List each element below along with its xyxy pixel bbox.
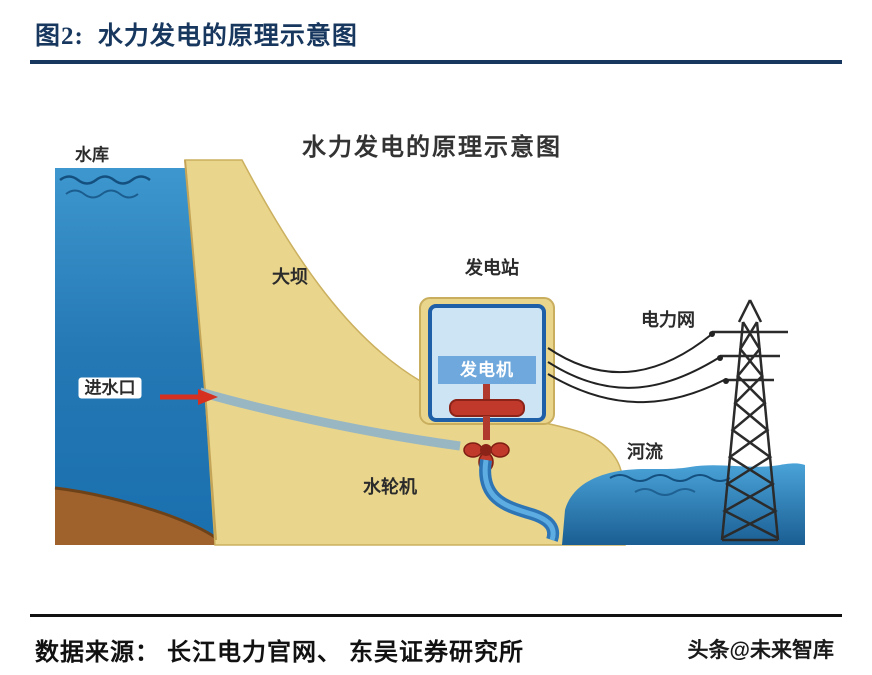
river-wave bbox=[609, 474, 731, 482]
sediment-edge bbox=[54, 486, 217, 540]
generator-block bbox=[438, 356, 536, 384]
turbine-shaft-lower bbox=[483, 416, 490, 440]
reservoir-water bbox=[55, 168, 216, 545]
footer-divider bbox=[30, 614, 842, 617]
figure-number: 图2: bbox=[35, 23, 84, 50]
turbine-hub bbox=[480, 444, 492, 456]
data-source: 数据来源： 长江电力官网、 东吴证券研究所 bbox=[35, 640, 524, 666]
figure-caption: 图2: 水力发电的原理示意图 bbox=[35, 16, 358, 52]
label-station: 发电站 bbox=[465, 258, 519, 278]
label-reservoir: 水库 bbox=[75, 145, 109, 165]
caption-divider bbox=[30, 60, 842, 64]
turbine-blade bbox=[463, 442, 483, 458]
figure-title: 水力发电的原理示意图 bbox=[97, 23, 358, 50]
label-turbine: 水轮机 bbox=[363, 477, 417, 497]
label-river: 河流 bbox=[627, 442, 663, 462]
river-wave bbox=[634, 488, 696, 496]
reservoir-wave bbox=[65, 189, 139, 199]
turbine-blade bbox=[490, 442, 510, 458]
draft-tube-highlight bbox=[482, 459, 556, 541]
label-dam: 大坝 bbox=[272, 267, 308, 287]
hydropower-diagram: 水力发电的原理示意图 水库 大坝 发电站 电力网 进水口 发电机 水轮机 河流 bbox=[50, 110, 810, 560]
tower-insulators bbox=[709, 331, 729, 384]
watermark: 头条@未来智库 bbox=[687, 639, 834, 662]
label-grid: 电力网 bbox=[641, 310, 695, 330]
diagram-title: 水力发电的原理示意图 bbox=[302, 134, 562, 161]
river-water bbox=[562, 463, 805, 545]
intake-flow-arrowhead bbox=[198, 389, 218, 405]
label-intake: 进水口 bbox=[78, 377, 142, 399]
transmission-tower bbox=[712, 299, 788, 542]
power-lines bbox=[547, 333, 727, 404]
turbine-shaft-upper bbox=[483, 384, 490, 402]
reservoir-wave bbox=[59, 175, 151, 185]
diagram-art bbox=[54, 159, 805, 546]
penstock bbox=[198, 387, 461, 451]
label-generator: 发电机 bbox=[460, 360, 514, 380]
sediment bbox=[55, 488, 216, 545]
turbine-housing bbox=[449, 399, 525, 417]
